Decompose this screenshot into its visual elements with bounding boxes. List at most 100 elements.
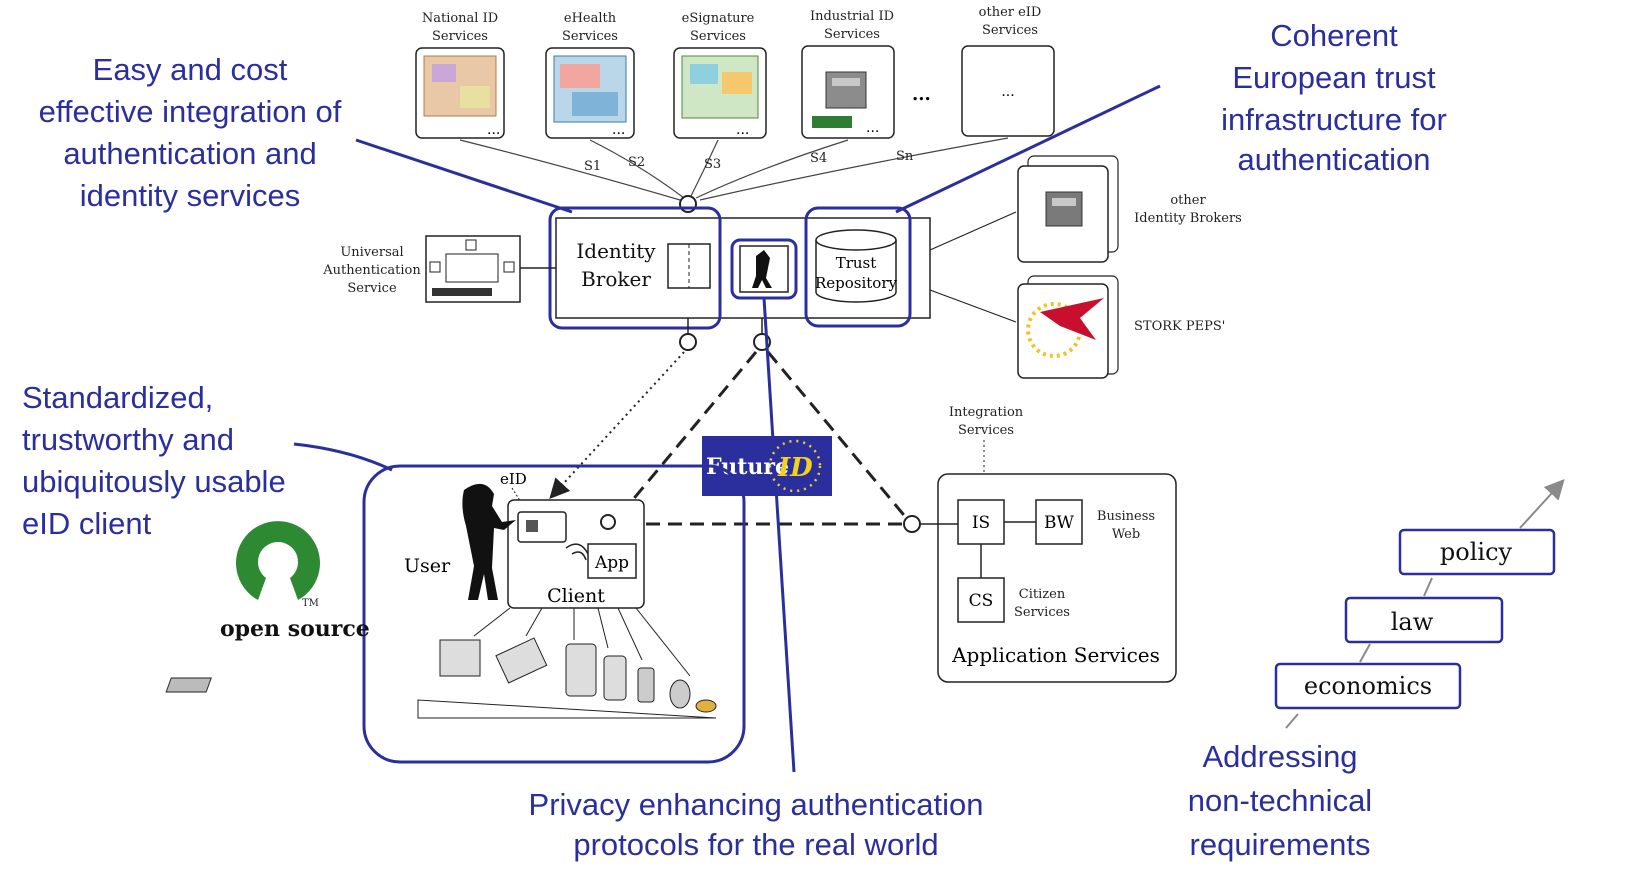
user-icon — [462, 483, 516, 600]
nfc-icon — [565, 543, 589, 561]
service-dots: ... — [1001, 84, 1014, 100]
callout-line: effective integration of — [39, 94, 342, 129]
headset-icon — [669, 679, 691, 709]
callout-line: non-technical — [1188, 783, 1372, 818]
business-web-label-2: Web — [1112, 527, 1140, 542]
is-label: IS — [972, 513, 990, 533]
callout-line: identity services — [80, 178, 301, 213]
dashed-link-right — [766, 351, 910, 521]
callout-trust: Coherent European trust infrastructure f… — [895, 18, 1447, 214]
service-dots: ... — [612, 122, 625, 138]
callout-line: infrastructure for — [1221, 102, 1447, 137]
stair-economics — [1274, 662, 1462, 710]
callout-line: Easy and cost — [93, 52, 288, 87]
futureid-id: ID — [777, 453, 813, 483]
service-nationalid: National ID Services ... — [415, 11, 505, 139]
callout-line: European trust — [1232, 60, 1436, 95]
universal-auth-label-3: Service — [347, 281, 397, 296]
service-label-1: National ID — [422, 11, 498, 26]
citizen-label-1: Citizen — [1019, 587, 1066, 602]
service-dots: ... — [487, 122, 500, 138]
interface-socket — [679, 333, 697, 351]
stair-law — [1344, 596, 1504, 644]
interface-socket — [600, 514, 616, 530]
stair-policy — [1398, 528, 1556, 576]
citizen-label-2: Services — [1014, 605, 1070, 620]
integration-label-1: Integration — [949, 405, 1024, 420]
trust-repository-label-1: Trust — [836, 254, 877, 272]
interface-socket — [679, 195, 697, 213]
tablet-icon — [565, 643, 597, 697]
universal-auth-label-1: Universal — [340, 245, 403, 260]
requirements-stairs: economics law policy — [1274, 479, 1565, 729]
trust-repository-highlight — [804, 206, 912, 328]
server-icon — [1045, 191, 1083, 227]
service-other-eid: other eID Services ... — [961, 5, 1055, 137]
service-label-1: eHealth — [564, 11, 617, 26]
service-label-1: eSignature — [682, 11, 755, 26]
logo-badge — [812, 116, 852, 128]
phone-icon — [637, 667, 655, 703]
stair-law-label: law — [1391, 608, 1434, 636]
eid-card — [517, 511, 567, 543]
universal-auth-label-2: Authentication — [322, 263, 421, 278]
callout-line: trustworthy and — [22, 422, 234, 457]
privacy-pointer — [762, 297, 796, 773]
service-label-2: Services — [562, 29, 618, 44]
callout-line: eID client — [22, 506, 152, 541]
user-label: User — [404, 555, 451, 577]
callout-line: authentication and — [63, 136, 316, 171]
other-brokers-label-1: other — [1170, 193, 1206, 208]
stork-logo — [1040, 298, 1104, 340]
service-dots: ... — [866, 120, 879, 136]
service-ehealth: eHealth Services ... — [545, 11, 635, 139]
callout-line: protocols for the real world — [573, 827, 938, 862]
identity-broker-label-1: Identity — [576, 239, 656, 263]
business-web-label-1: Business — [1097, 509, 1155, 524]
cs-label: CS — [969, 591, 994, 611]
application-services-title: Application Services — [951, 643, 1160, 667]
stork-label: STORK PEPS' — [1134, 319, 1225, 334]
callout-line: Addressing — [1202, 739, 1357, 774]
callout-nontech: Addressing non-technical requirements — [1188, 739, 1372, 862]
person-icon — [752, 250, 772, 288]
service-label-2: Services — [982, 23, 1038, 38]
opensource-tm: TM — [302, 598, 319, 609]
interface-socket — [903, 515, 921, 533]
service-label-1: other eID — [979, 5, 1042, 20]
service-esignature: eSignature Services ... — [673, 11, 767, 139]
callout-client: Standardized, trustworthy and ubiquitous… — [22, 380, 393, 541]
bw-box — [1035, 499, 1083, 545]
smartphone-icon — [603, 655, 627, 701]
bw-label: BW — [1044, 513, 1074, 533]
dotted-link — [549, 351, 685, 499]
callout-line: authentication — [1237, 142, 1430, 177]
server-icon — [825, 71, 867, 109]
dashed-link-left — [614, 351, 758, 521]
stair-policy-label: policy — [1440, 538, 1513, 566]
identity-broker-label-2: Broker — [581, 267, 651, 291]
desktop-icon — [439, 639, 481, 677]
client-highlight — [362, 464, 746, 764]
eid-label: eID — [500, 470, 527, 488]
stork-box — [1017, 283, 1109, 379]
other-brokers-label-2: Identity Brokers — [1134, 211, 1242, 226]
callout-line: Standardized, — [22, 380, 213, 415]
cs-box — [957, 577, 1005, 623]
link-s3: S3 — [704, 157, 721, 172]
service-label-2: Services — [824, 27, 880, 42]
token-icon — [695, 699, 717, 713]
callout-line: requirements — [1190, 827, 1371, 862]
service-dots: ... — [736, 122, 749, 138]
integration-label-2: Services — [958, 423, 1014, 438]
app-label: App — [594, 553, 629, 573]
callout-integration: Easy and cost effective integration of a… — [39, 52, 573, 214]
callout-privacy: Privacy enhancing authentication protoco… — [529, 787, 984, 862]
laptop-icon — [495, 637, 548, 684]
link-s2: S2 — [628, 155, 645, 170]
database-icon — [815, 240, 897, 303]
link-sn: Sn — [896, 149, 914, 164]
link-s1: S1 — [584, 159, 601, 174]
opensource-logo: TM open source — [220, 521, 370, 642]
